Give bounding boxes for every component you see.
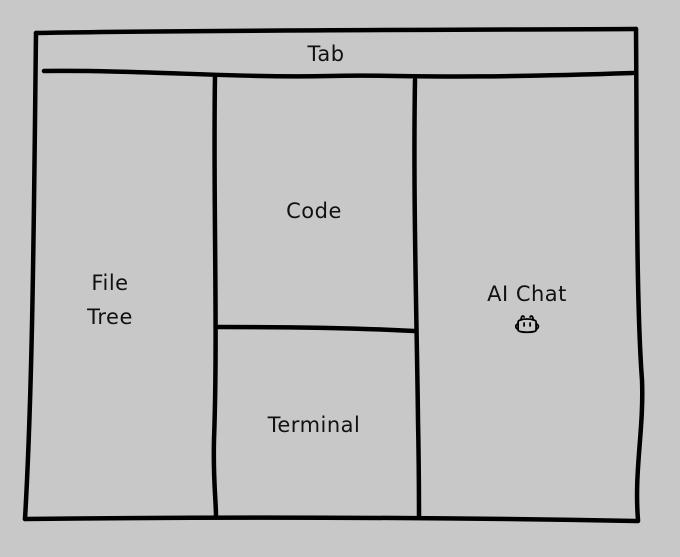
ai-chat-panel-label: AI Chat: [487, 282, 567, 336]
divider-terminal: [215, 324, 417, 334]
file-tree-label-line1: File: [91, 271, 129, 295]
divider-ai-chat: [412, 77, 422, 520]
file-tree-panel-label: File Tree: [87, 266, 133, 334]
outer-frame-left: [22, 30, 39, 522]
terminal-panel-label: Terminal: [267, 413, 361, 437]
code-panel-label: Code: [286, 199, 342, 223]
tab-bar-divider: [41, 68, 636, 79]
tab-label: Tab: [307, 42, 345, 66]
outer-frame-top: [33, 26, 639, 36]
divider-file-tree: [211, 73, 219, 520]
outer-frame-bottom: [22, 515, 641, 524]
ai-chat-label: AI Chat: [487, 282, 567, 306]
file-tree-label-line2: Tree: [87, 305, 133, 329]
robot-face-icon: [514, 315, 540, 334]
outer-frame-right: [633, 26, 645, 523]
